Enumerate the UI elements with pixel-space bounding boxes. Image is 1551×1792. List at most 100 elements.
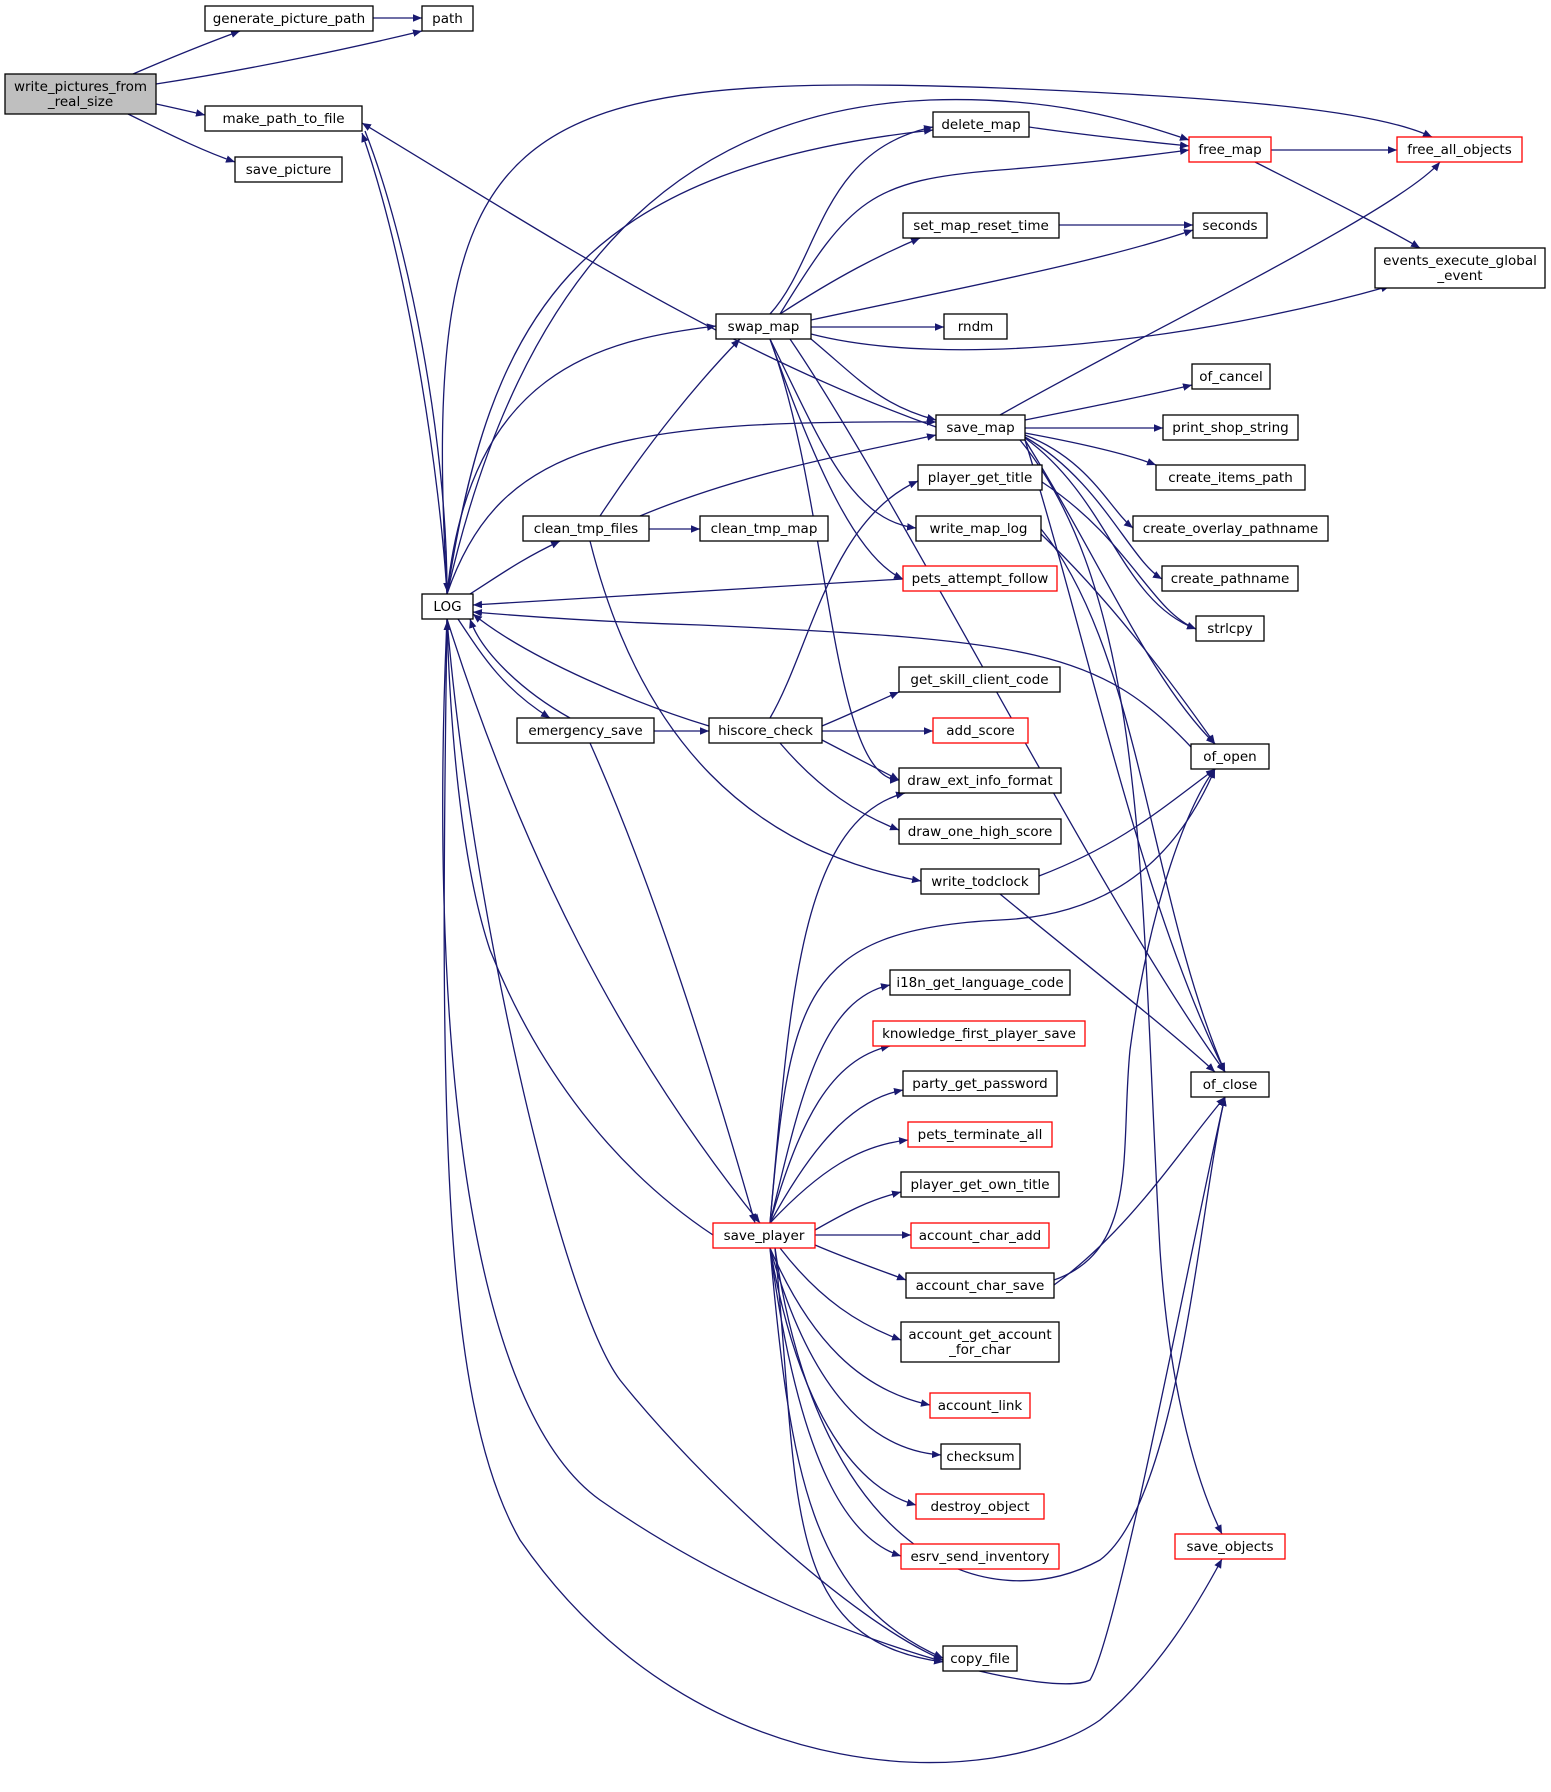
edge-path <box>1038 768 1216 877</box>
node-label: of_close <box>1203 1077 1258 1093</box>
node-account-link[interactable]: account_link <box>929 1392 1031 1419</box>
node-rndm[interactable]: rndm <box>943 313 1008 340</box>
node-label: player_get_title <box>928 470 1033 486</box>
node-seconds[interactable]: seconds <box>1192 212 1268 239</box>
node-create-items-path[interactable]: create_items_path <box>1155 464 1306 491</box>
edge-make_path_to_file-to-LOG <box>364 130 451 593</box>
node-delete-map[interactable]: delete_map <box>932 111 1030 138</box>
node-draw-one-high-score[interactable]: draw_one_high_score <box>898 818 1062 845</box>
node-box <box>1374 247 1546 289</box>
node-save-objects[interactable]: save_objects <box>1174 1533 1286 1560</box>
node-label: of_open <box>1203 749 1256 765</box>
edge-path <box>442 618 1227 1685</box>
node-save-picture[interactable]: save_picture <box>234 156 343 183</box>
edge-path <box>589 742 757 1224</box>
edge-path <box>639 433 937 517</box>
node-player-get-title[interactable]: player_get_title <box>917 464 1043 491</box>
node-pets-attempt-follow[interactable]: pets_attempt_follow <box>902 565 1058 592</box>
edge-path <box>472 613 710 727</box>
node-of-open[interactable]: of_open <box>1190 743 1270 770</box>
edge-path <box>132 30 241 75</box>
edge-path <box>769 480 919 719</box>
edge-path <box>779 147 1190 315</box>
edge-swap_map-to-of_close <box>789 338 1226 1073</box>
node-clean-tmp-map[interactable]: clean_tmp_map <box>699 515 829 542</box>
edge-save_player-to-copy_file <box>769 1247 944 1659</box>
node-destroy-object[interactable]: destroy_object <box>915 1493 1045 1520</box>
node-account-get-account-for-char[interactable]: account_get_account_for_char <box>900 1321 1060 1363</box>
node-label: create_items_path <box>1168 470 1293 486</box>
node-label: create_overlay_pathname <box>1143 521 1318 537</box>
edge-write_map_log-to-of_close <box>1040 528 1226 1073</box>
node-clean-tmp-files[interactable]: clean_tmp_files <box>522 515 650 542</box>
node-hiscore-check[interactable]: hiscore_check <box>708 717 823 744</box>
edge-write_pictures-to-make_path_to_file <box>155 103 206 117</box>
node-box <box>917 464 1043 491</box>
node-draw-ext-info-format[interactable]: draw_ext_info_format <box>898 767 1062 794</box>
edge-write_todclock-to-of_open <box>1038 768 1216 877</box>
node-add-score[interactable]: add_score <box>932 717 1029 744</box>
node-box <box>204 105 363 132</box>
node-label: LOG <box>433 599 461 615</box>
edge-save_player-to-draw_ext_info_format <box>769 791 906 1224</box>
node-LOG[interactable]: LOG <box>421 593 474 620</box>
node-label: generate_picture_path <box>213 11 366 27</box>
edge-LOG-to-save_map <box>446 418 937 595</box>
edge-swap_map-to-save_map <box>810 338 937 422</box>
node-free-map[interactable]: free_map <box>1188 136 1272 163</box>
node-print-shop-string[interactable]: print_shop_string <box>1162 414 1299 441</box>
node-emergency-save[interactable]: emergency_save <box>516 717 655 744</box>
node-box <box>1192 212 1268 239</box>
node-esrv-send-inventory[interactable]: esrv_send_inventory <box>900 1543 1060 1570</box>
node-get-skill-client-code[interactable]: get_skill_client_code <box>898 666 1061 693</box>
node-swap-map[interactable]: swap_map <box>715 313 812 340</box>
edge-clean_tmp_files-to-write_todclock <box>589 540 922 884</box>
edge-path <box>1024 436 1163 580</box>
node-write-map-log[interactable]: write_map_log <box>915 515 1042 542</box>
node-free-all-objects[interactable]: free_all_objects <box>1396 136 1523 163</box>
node-generate-picture-path[interactable]: generate_picture_path <box>204 5 374 32</box>
edge-path <box>446 98 1190 595</box>
node-label: path <box>432 11 463 27</box>
node-of-cancel[interactable]: of_cancel <box>1191 363 1271 390</box>
edge-path <box>769 338 900 784</box>
node-save-player[interactable]: save_player <box>712 1222 816 1249</box>
node-player-get-own-title[interactable]: player_get_own_title <box>900 1171 1060 1198</box>
node-strlcpy[interactable]: strlcpy <box>1195 615 1265 642</box>
node-make-path-to-file[interactable]: make_path_to_file <box>204 105 363 132</box>
node-save-map[interactable]: save_map <box>935 414 1026 441</box>
node-of-close[interactable]: of_close <box>1190 1071 1270 1098</box>
edge-LOG-to-emergency_save <box>457 618 551 719</box>
edge-path <box>1024 434 1134 529</box>
edge-path <box>774 1247 944 1665</box>
node-create-overlay-pathname[interactable]: create_overlay_pathname <box>1132 515 1329 542</box>
edge-path <box>472 578 904 609</box>
edge-path <box>589 540 922 884</box>
node-pets-terminate-all[interactable]: pets_terminate_all <box>907 1121 1053 1148</box>
node-box <box>910 1222 1050 1249</box>
edge-path <box>769 1247 942 1459</box>
node-party-get-password[interactable]: party_get_password <box>902 1070 1058 1097</box>
edge-path <box>446 418 937 595</box>
edge-LOG-to-save_objects <box>443 618 1223 1764</box>
node-events-execute-global-event[interactable]: events_execute_global_event <box>1374 247 1546 289</box>
node-knowledge-first-player-save[interactable]: knowledge_first_player_save <box>872 1020 1086 1047</box>
node-path[interactable]: path <box>421 5 474 32</box>
edge-save_player-to-checksum <box>769 1247 942 1459</box>
node-box <box>1161 565 1299 592</box>
node-create-pathname[interactable]: create_pathname <box>1161 565 1299 592</box>
node-checksum[interactable]: checksum <box>940 1443 1021 1470</box>
node-label: save_picture <box>246 162 332 178</box>
node-box <box>708 717 823 744</box>
node-account-char-save[interactable]: account_char_save <box>905 1272 1055 1299</box>
node-write-todclock[interactable]: write_todclock <box>920 868 1040 895</box>
edge-path <box>810 338 937 422</box>
edge-save_map-to-free_all_objects <box>999 161 1441 416</box>
node-write-pictures[interactable]: write_pictures_from_real_size <box>4 73 157 115</box>
node-box <box>907 1121 1053 1148</box>
node-copy-file[interactable]: copy_file <box>942 1645 1018 1672</box>
node-i18n-get-language-code[interactable]: i18n_get_language_code <box>889 969 1071 996</box>
node-account-char-add[interactable]: account_char_add <box>910 1222 1050 1249</box>
node-box <box>1190 743 1270 770</box>
node-set-map-reset-time[interactable]: set_map_reset_time <box>902 212 1060 239</box>
